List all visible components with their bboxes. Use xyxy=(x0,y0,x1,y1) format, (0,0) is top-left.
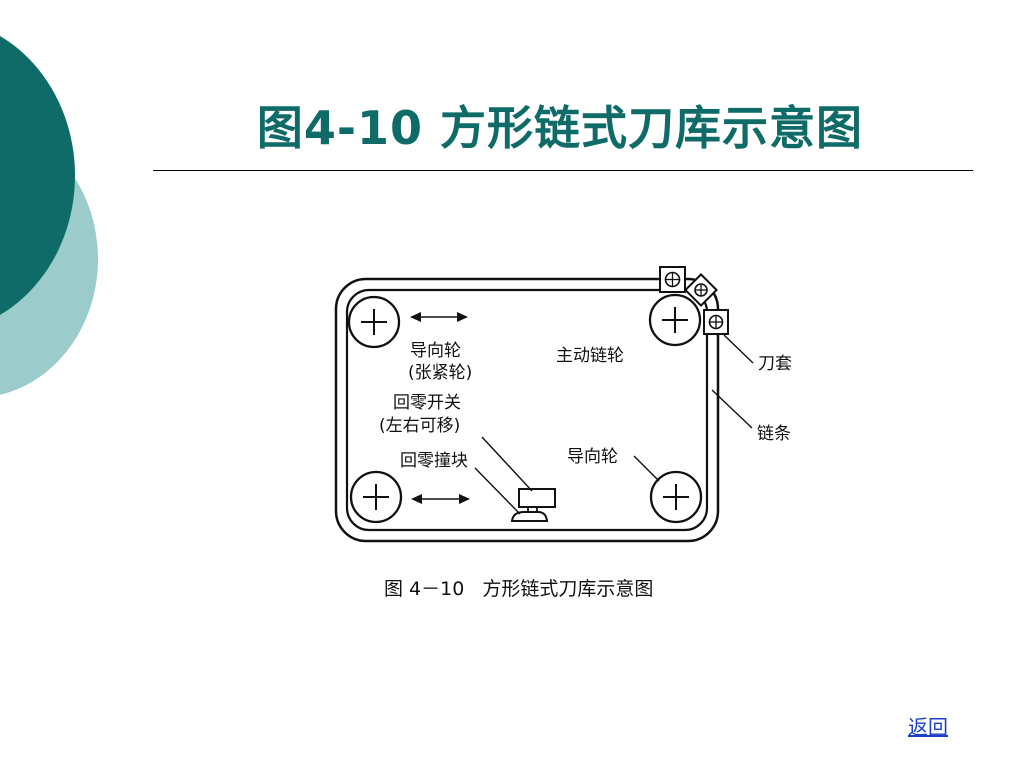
label-tension-wheel: (张紧轮) xyxy=(408,363,472,383)
leader-zero-switch xyxy=(481,436,533,492)
leader-guide-wheel-bottom xyxy=(633,455,660,482)
wheel-bottom-right xyxy=(649,470,703,524)
title-divider xyxy=(153,170,973,171)
slide-title: 图4-10 方形链式刀库示意图 xyxy=(256,101,864,155)
label-guide-wheel-top: 导向轮 xyxy=(410,341,461,361)
double-arrow-top xyxy=(410,312,468,322)
figure-caption: 图 4－10 方形链式刀库示意图 xyxy=(384,578,653,600)
back-link[interactable]: 返回 xyxy=(908,715,948,739)
label-chain: 链条 xyxy=(757,424,791,444)
zero-switch-block xyxy=(510,488,556,522)
leader-chain xyxy=(711,389,753,429)
label-zero-stop-block: 回零撞块 xyxy=(400,451,468,471)
label-main-sprocket: 主动链轮 xyxy=(556,346,624,366)
chain-loop-outer xyxy=(334,277,720,543)
label-zero-switch-note: (左右可移) xyxy=(379,416,460,436)
tool-holder-1 xyxy=(659,266,686,293)
double-arrow-bottom xyxy=(411,494,470,504)
tool-holder-3 xyxy=(703,309,729,335)
chain-loop-inner xyxy=(345,288,709,532)
wheel-top-right xyxy=(648,293,702,347)
tool-holder-2 xyxy=(684,273,718,307)
wheel-top-left xyxy=(347,295,401,349)
leader-tool-holder xyxy=(723,334,754,364)
leader-zero-block xyxy=(474,467,521,515)
wheel-bottom-left xyxy=(349,470,403,524)
label-tool-holder: 刀套 xyxy=(758,354,792,374)
label-zero-switch: 回零开关 xyxy=(393,393,461,413)
tool-magazine-diagram: 导向轮 (张紧轮) 主动链轮 刀套 回零开关 (左右可移) 回零撞块 链条 导向… xyxy=(334,266,792,600)
label-guide-wheel-bottom: 导向轮 xyxy=(567,447,618,467)
